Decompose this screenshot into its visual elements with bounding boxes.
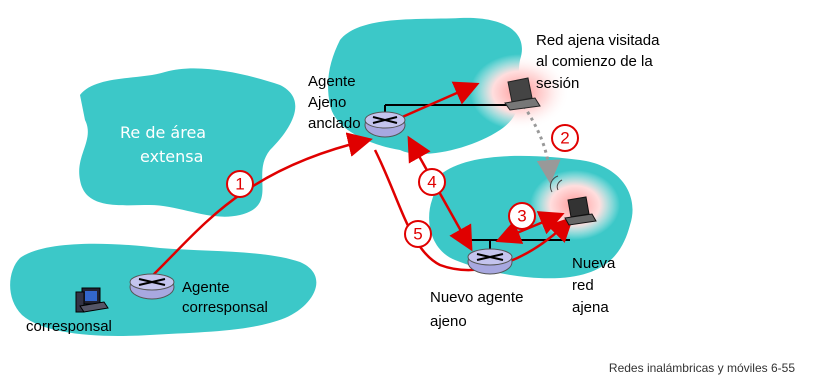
- visited-net-label-3: sesión: [536, 75, 579, 92]
- footer-caption: Redes inalámbricas y móviles 6-55: [609, 361, 795, 375]
- arrow-step-5: [373, 149, 574, 272]
- new-agent-router: [467, 248, 513, 275]
- visited-net-label-2: al comienzo de la: [536, 53, 653, 70]
- svg-text:2: 2: [560, 129, 569, 148]
- step-4-badge: 4: [418, 168, 446, 196]
- correspondent-router: [129, 273, 175, 300]
- anchor-router: [364, 111, 406, 138]
- wan-label-1: Re de área: [120, 123, 206, 142]
- new-net-label-1: Nueva: [572, 255, 616, 272]
- svg-text:3: 3: [517, 207, 526, 226]
- svg-text:5: 5: [413, 225, 422, 244]
- correspondent-label: corresponsal: [26, 318, 112, 335]
- anchor-agent-label-3: anclado: [308, 115, 361, 132]
- computer-icon: [75, 287, 109, 313]
- new-net-label-3: ajena: [572, 299, 609, 316]
- laptop-visited-icon: [504, 77, 541, 111]
- arrow-step-1: [149, 132, 373, 279]
- arrow-step-4: [407, 135, 473, 252]
- new-agent-label-1: Nuevo agente: [430, 289, 523, 306]
- new-net-label-2: red: [572, 277, 594, 294]
- step-5-badge: 5: [404, 220, 432, 248]
- svg-text:4: 4: [427, 173, 436, 192]
- arrow-anchor-to-visited: [399, 81, 480, 120]
- new-agent-label-2: ajeno: [430, 313, 467, 330]
- wan-label-2: extensa: [140, 147, 203, 166]
- step-2-badge: 2: [551, 124, 579, 152]
- arrow-step-3: [495, 211, 565, 244]
- step-3-badge: 3: [508, 202, 536, 230]
- anchor-agent-label-1: Agente: [308, 73, 356, 90]
- wan-cloud: [79, 68, 296, 217]
- step-1-badge: 1: [226, 170, 254, 198]
- visited-net-label-1: Red ajena visitada: [536, 32, 660, 49]
- laptop-mobile-icon: [549, 175, 597, 226]
- corr-agent-label-1: Agente: [182, 279, 230, 296]
- corr-agent-label-2: corresponsal: [182, 299, 268, 316]
- anchor-agent-label-2: Ajeno: [308, 94, 346, 111]
- svg-text:1: 1: [235, 175, 244, 194]
